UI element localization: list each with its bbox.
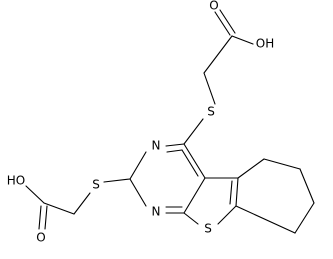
atom-o-left: O <box>36 231 45 245</box>
bond-ch2b-ch2c <box>299 168 315 204</box>
bond-c3a-ch2a <box>237 158 265 179</box>
bond-c-ho-left <box>25 185 45 204</box>
bond-c-ch2-top <box>203 35 233 74</box>
bond-c8a-s-ring <box>183 212 199 225</box>
bond-s-ring-c7a <box>217 205 237 225</box>
atom-s-ring: S <box>204 222 212 236</box>
bond-c-o-left-b <box>44 205 48 230</box>
bond-c7a-c3a-inner <box>229 180 233 205</box>
atom-s-top: S <box>207 105 215 119</box>
atom-label-group: OH O S N N S S HO O <box>7 0 274 245</box>
bond-ch2a-ch2b <box>263 158 301 170</box>
bond-c2-s-left <box>103 178 131 183</box>
bond-s-left-ch2 <box>73 192 91 215</box>
bond-c4a-c4-inner <box>181 149 199 177</box>
atom-oh-top: OH <box>256 37 274 51</box>
bond-ch2c-ch2d <box>294 202 315 234</box>
atom-o-top: O <box>209 0 218 13</box>
bond-c8a-c4a <box>183 177 206 214</box>
bond-ch2d-c7a <box>235 205 296 234</box>
bond-c4a-c4 <box>183 143 206 179</box>
atom-n-upper: N <box>152 139 161 153</box>
bond-s-c4 <box>183 118 204 145</box>
bond-ch2-c-left <box>43 202 75 215</box>
atom-ho-left: HO <box>7 174 25 188</box>
bond-n3-c2 <box>129 151 147 180</box>
bond-group <box>25 9 315 234</box>
bond-c-o-left-a <box>38 205 42 230</box>
bond-c-o-top-b <box>219 9 236 34</box>
bond-c-oh-top <box>231 35 254 45</box>
bond-c4-n3-a <box>165 143 185 147</box>
atom-n-lower: N <box>152 205 161 219</box>
bond-c-o-top-a <box>214 11 231 36</box>
bond-c4-n3-b <box>166 149 183 153</box>
bond-c7a-c3a <box>235 177 239 207</box>
bond-ch2-s-top <box>203 72 216 105</box>
bond-c2-n1 <box>129 178 147 207</box>
atom-s-left: S <box>92 178 100 192</box>
